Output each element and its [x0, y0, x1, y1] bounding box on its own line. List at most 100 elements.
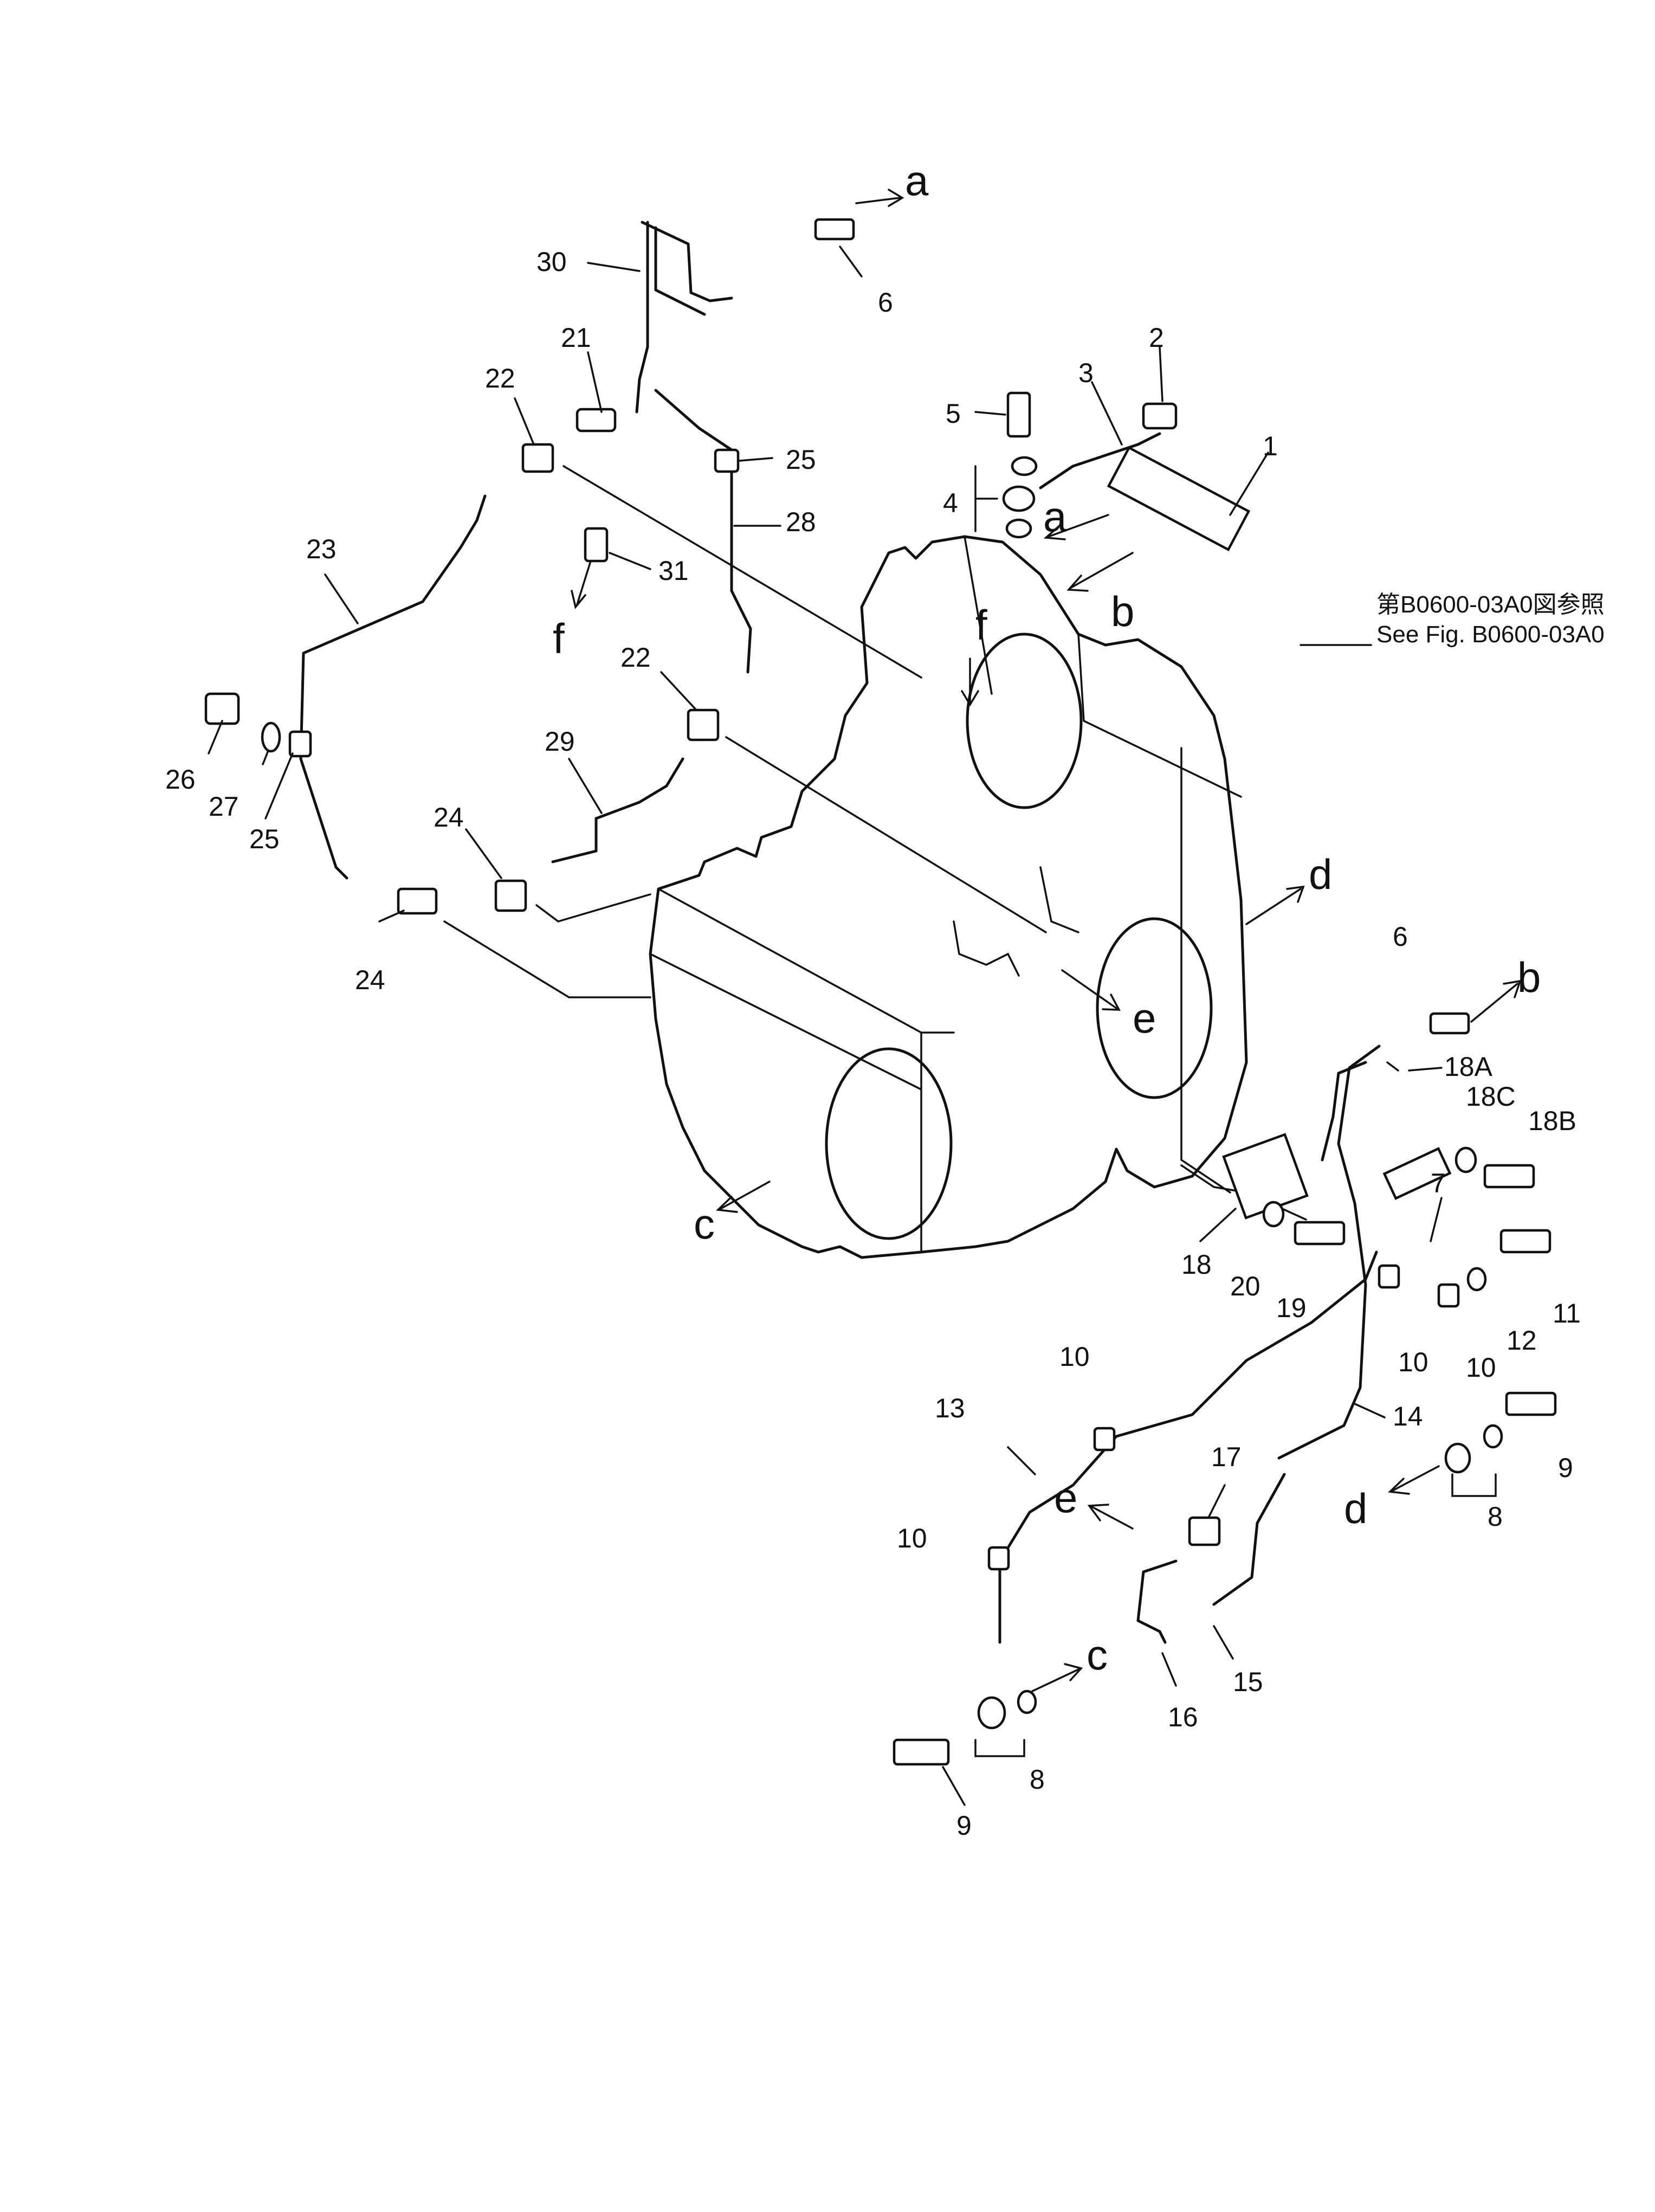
- reference-note-japanese: 第B0600-03A0図参照: [1376, 591, 1605, 618]
- leader-22-top: [514, 397, 535, 446]
- leader-14: [1354, 1403, 1386, 1418]
- leader-25-top: [739, 457, 773, 462]
- fitting-2: [1142, 402, 1178, 430]
- eye-8-right: [1444, 1442, 1471, 1474]
- washer-20: [1262, 1201, 1285, 1228]
- leader-pipe-22-mid: [563, 465, 922, 679]
- fittings: [204, 218, 1557, 1766]
- leader-23: [324, 573, 359, 624]
- housing-detail: [953, 866, 1079, 977]
- arrow-c-engine: [716, 1181, 771, 1213]
- reference-note-english: See Fig. B0600-03A0: [1376, 621, 1605, 648]
- callout-26: 26: [165, 764, 196, 795]
- tube-28: [654, 389, 752, 674]
- bolt-18B: [1483, 1164, 1535, 1189]
- connection-markers: a a b b c c d d e e f f: [553, 157, 1541, 1692]
- callout-15: 15: [1233, 1667, 1263, 1697]
- callout-25-top: 25: [786, 444, 816, 475]
- clamp-25-left: [288, 730, 312, 758]
- letter-d-engine: d: [1309, 850, 1332, 898]
- leader-18: [1199, 1208, 1237, 1242]
- leader-9-bottom: [942, 1766, 966, 1806]
- bolt-19: [1294, 1221, 1346, 1246]
- arrow-c-bottom: [1031, 1663, 1083, 1692]
- tube-29: [551, 757, 684, 863]
- callout-25-left: 25: [249, 824, 280, 854]
- leader-8-right: [1451, 1473, 1497, 1497]
- callout-16: 16: [1168, 1702, 1198, 1732]
- fitting-6-top: [814, 218, 855, 241]
- leader-25-left: [264, 752, 294, 820]
- letter-e-bottom: e: [1054, 1474, 1077, 1521]
- callout-8-right: 8: [1488, 1501, 1503, 1532]
- arrow-f-top: [961, 657, 979, 707]
- leader-5: [974, 411, 1006, 416]
- callout-23: 23: [306, 534, 337, 564]
- reference-note: 第B0600-03A0図参照 See Fig. B0600-03A0: [1376, 591, 1605, 648]
- washer-12: [1466, 1267, 1487, 1292]
- housing-edge-top: [964, 536, 1242, 798]
- callout-9-bottom: 9: [956, 1810, 972, 1841]
- callout-18C: 18C: [1466, 1081, 1516, 1112]
- callout-13: 13: [935, 1393, 965, 1423]
- tube-15: [1212, 1473, 1286, 1606]
- bolt-9-right: [1505, 1391, 1557, 1416]
- leader-31: [609, 552, 651, 570]
- letter-d-bottom: d: [1344, 1485, 1367, 1532]
- callout-3: 3: [1078, 358, 1094, 388]
- letter-c-engine: c: [694, 1200, 715, 1248]
- leader-27: [262, 750, 269, 765]
- fitting-31: [584, 527, 609, 563]
- leader-8-bottom: [974, 1739, 1025, 1757]
- arrow-d-bottom: [1388, 1465, 1440, 1495]
- fitting-22-mid: [687, 708, 720, 741]
- fitting-22-top: [521, 443, 554, 473]
- clamp-10-d: [987, 1546, 1010, 1571]
- washer-8-bottom: [1017, 1689, 1037, 1714]
- bolt-26: [204, 692, 240, 725]
- callout-9-right: 9: [1558, 1453, 1573, 1483]
- tube-16: [1136, 1559, 1178, 1644]
- callout-10-d: 10: [897, 1523, 927, 1553]
- tube-30: [635, 221, 733, 414]
- arrow-e-engine: [1061, 969, 1121, 1011]
- arrow-a-mid: [1043, 514, 1109, 540]
- leader-26: [208, 720, 223, 754]
- eye-8-bottom: [977, 1696, 1006, 1730]
- washer-4-top: [1011, 456, 1038, 476]
- leader-13: [1007, 1446, 1036, 1475]
- callout-30: 30: [536, 247, 567, 277]
- leader-30: [587, 262, 641, 272]
- callout-12: 12: [1507, 1325, 1537, 1356]
- callout-28: 28: [786, 507, 816, 537]
- callout-10-c: 10: [1466, 1352, 1496, 1383]
- bolt-11: [1499, 1229, 1551, 1254]
- leader-pipe-24-bottom: [443, 920, 651, 998]
- housing-outline: [649, 535, 1248, 1259]
- callout-10-b: 10: [1398, 1347, 1428, 1377]
- piping: [299, 221, 1381, 1644]
- fitting-17: [1188, 1516, 1221, 1546]
- callout-10-a: 10: [1059, 1342, 1090, 1372]
- leader-16: [1161, 1652, 1177, 1687]
- leader-24-bottom: [378, 910, 405, 923]
- callout-1: 1: [1263, 431, 1278, 461]
- housing-bore-right: [1096, 917, 1213, 1099]
- leader-7: [1430, 1197, 1443, 1242]
- leader-pipe-24-top: [535, 893, 651, 923]
- leader-17: [1207, 1484, 1226, 1519]
- callout-17: 17: [1211, 1442, 1242, 1472]
- arrow-e-bottom: [1087, 1504, 1134, 1530]
- tube-23: [299, 494, 487, 880]
- leader-6-top: [839, 246, 863, 278]
- callout-18B: 18B: [1528, 1106, 1576, 1136]
- tube-14b: [1321, 1061, 1367, 1162]
- clamp-10-a: [1093, 1427, 1116, 1452]
- callout-21: 21: [561, 323, 591, 353]
- callout-22-top: 22: [485, 363, 515, 394]
- washer-4-bottom: [1005, 518, 1032, 539]
- callout-31: 31: [658, 556, 689, 586]
- leader-4: [974, 465, 998, 532]
- transmission-housing: [649, 535, 1248, 1259]
- letter-e-engine: e: [1133, 994, 1156, 1042]
